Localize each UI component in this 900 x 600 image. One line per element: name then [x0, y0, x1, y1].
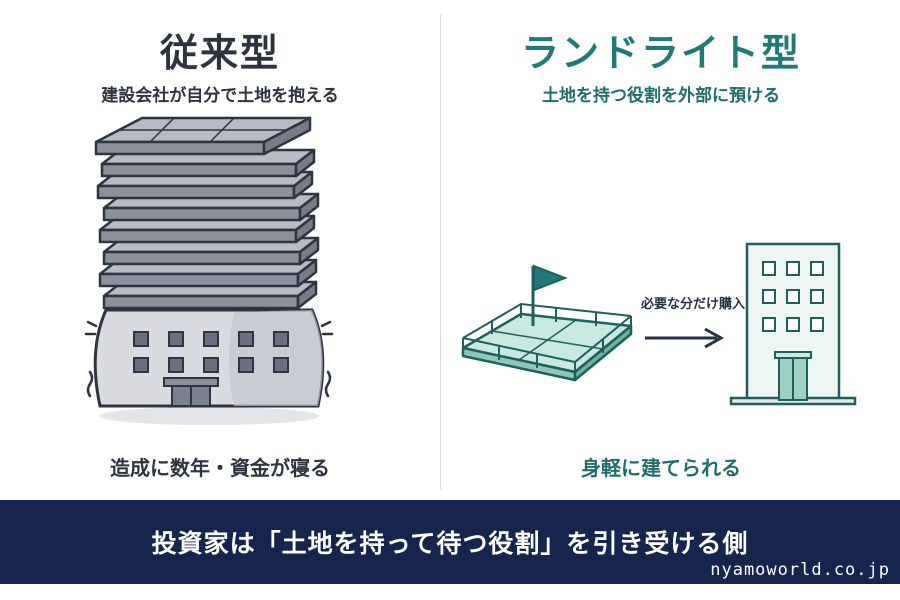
- banner-text: 投資家は「土地を持って待つ役割」を引き受ける側: [151, 529, 749, 558]
- flag-icon: [531, 264, 568, 326]
- land-to-building-illustration: 必要な分だけ購入: [461, 242, 857, 406]
- strain-marks: [84, 320, 334, 398]
- panel-divider: [440, 14, 441, 490]
- arrow-label: 必要な分だけ購入: [640, 296, 745, 312]
- building-shadow: [99, 407, 319, 425]
- overloaded-building-illustration: [84, 116, 334, 425]
- fence: [462, 302, 632, 376]
- landlight-title: ランドライト型: [520, 31, 801, 75]
- site-watermark: nyamoworld.co.jp: [710, 560, 890, 580]
- traditional-title: 従来型: [159, 31, 280, 75]
- fenced-land-plot: [461, 312, 633, 382]
- purchase-arrow: [645, 327, 725, 349]
- traditional-caption: 造成に数年・資金が寝る: [110, 456, 330, 480]
- traditional-model-panel: 従来型 建設会社が自分で土地を抱える: [0, 0, 440, 500]
- summary-banner: 投資家は「土地を持って待つ役割」を引き受ける側: [0, 500, 900, 584]
- landlight-subtitle: 土地を持つ役割を外部に預ける: [542, 86, 780, 106]
- landlight-model-panel: ランドライト型 土地を持つ役割を外部に預ける: [441, 0, 881, 500]
- traditional-subtitle: 建設会社が自分で土地を抱える: [101, 86, 339, 106]
- building-entrance: [163, 377, 219, 407]
- new-building: [729, 242, 857, 406]
- building-windows: [133, 331, 289, 373]
- landlight-caption: 身軽に建てられる: [581, 456, 741, 480]
- stacked-land-slabs: [94, 116, 320, 310]
